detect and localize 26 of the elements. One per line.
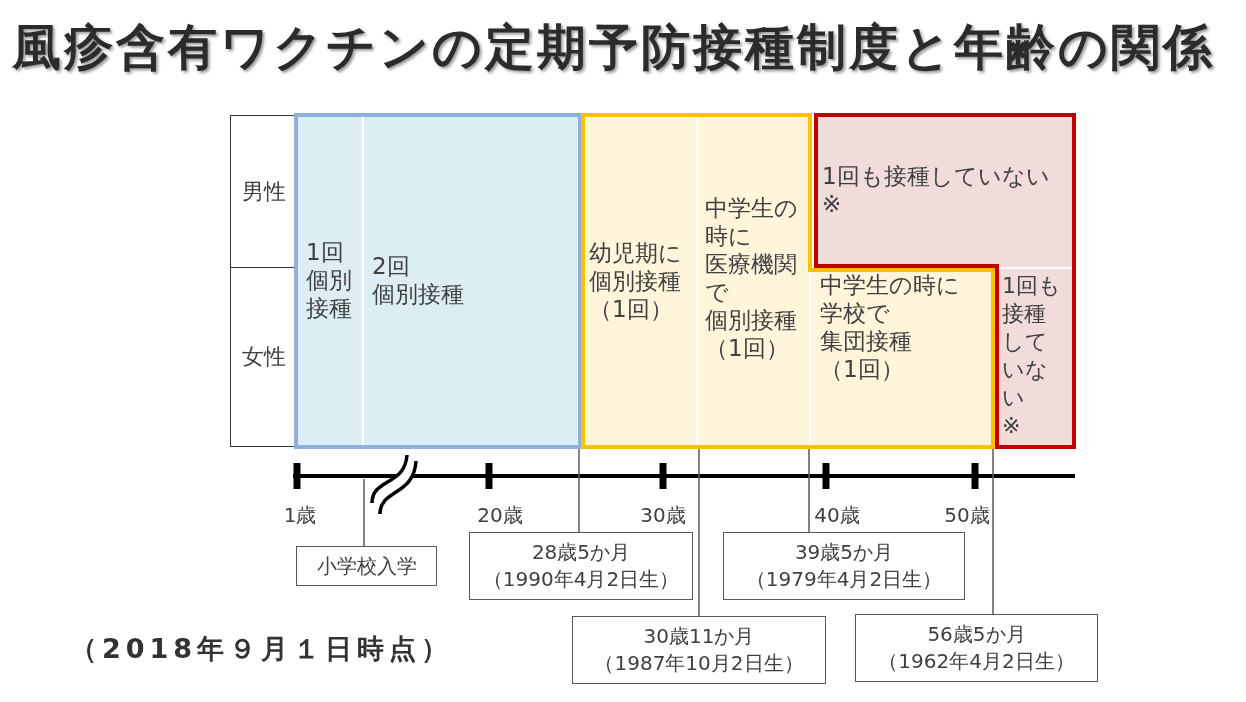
age-band: [294, 113, 582, 449]
schedule-label: 1回も接種していない※: [1002, 272, 1057, 440]
tick-label: 40歳: [814, 502, 860, 528]
tick-label: 1歳: [283, 502, 317, 528]
schedule-label: 中学生の時に医療機関で個別接種（1回）: [705, 194, 798, 362]
tick-label: 30歳: [640, 502, 686, 528]
schedule-label: 1回も接種していない※: [822, 162, 1050, 218]
callout-box: 39歳5か月（1979年4月2日生）: [723, 532, 965, 600]
age-band: [814, 113, 1076, 449]
callout-box: 56歳5か月（1962年4月2日生）: [855, 614, 1098, 682]
schedule-label: 2回個別接種: [372, 252, 464, 308]
callout-box: 小学校入学: [296, 546, 437, 586]
schedule-label: 幼児期に個別接種（1回）: [589, 239, 682, 323]
leader-line: [363, 478, 365, 547]
leader-line: [808, 448, 810, 533]
schedule-label: 1回個別接種: [306, 238, 352, 322]
leader-line: [992, 448, 994, 615]
tick-label: 20歳: [477, 502, 523, 528]
title: 風疹含有ワクチンの定期予防接種制度と年齢の関係: [12, 18, 1215, 78]
caption: （2018年９月１日時点）: [70, 632, 454, 666]
schedule-label: 中学生の時に学校で集団接種（1回）: [820, 271, 960, 383]
leader-line: [698, 448, 700, 617]
callout-box: 30歳11か月（1987年10月2日生）: [572, 616, 826, 684]
callout-box: 28歳5か月（1990年4月2日生）: [469, 532, 693, 600]
tick-label: 50歳: [944, 502, 990, 528]
leader-line: [578, 448, 580, 533]
